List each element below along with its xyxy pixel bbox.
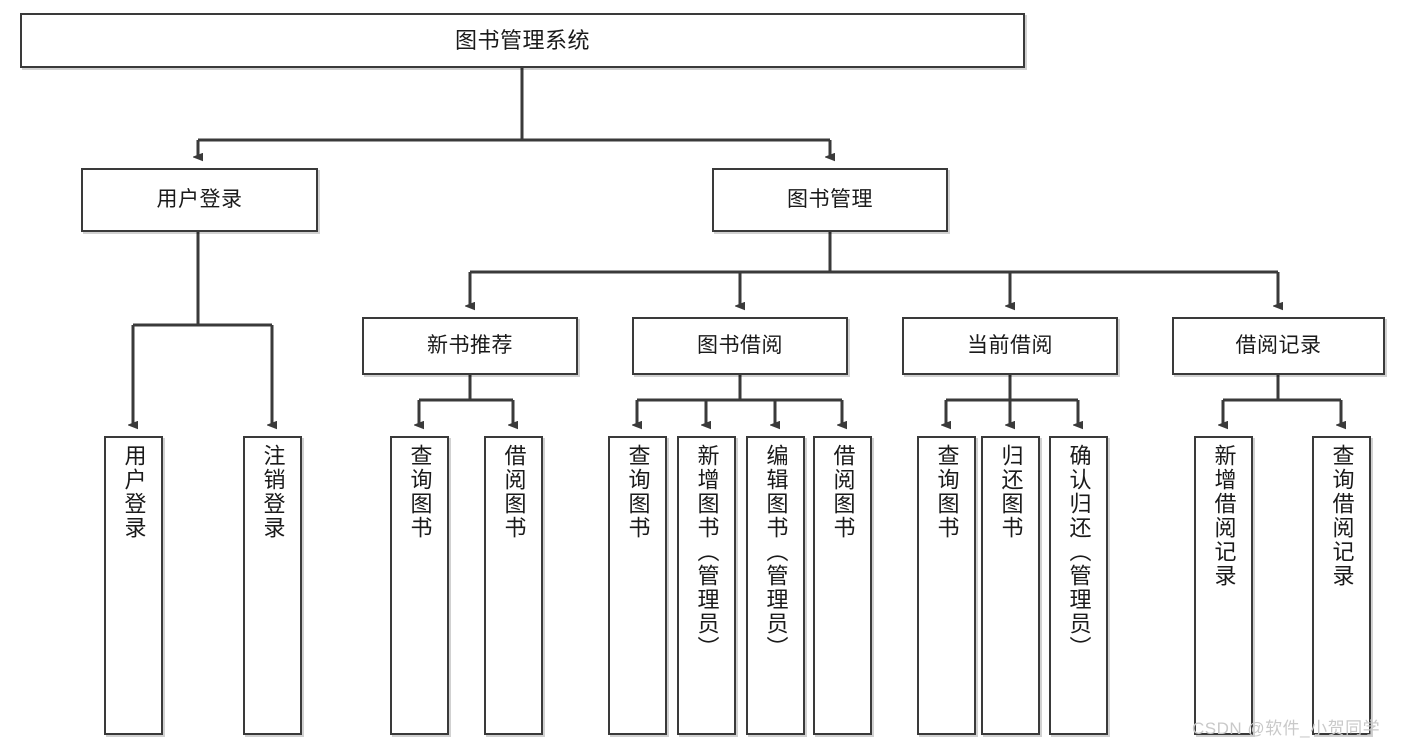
leaf-logout-label: 注销登录 (260, 444, 286, 540)
node-root-system-label: 图书管理系统 (454, 27, 590, 53)
leaf-add-borrow-record-label: 新增借阅记录 (1211, 444, 1237, 588)
leaf-borrow-book[interactable]: 借阅图书 (813, 436, 872, 735)
leaf-edit-book-admin[interactable]: 编辑图书（管理员） (746, 436, 805, 735)
node-book-management-label: 图书管理 (787, 187, 873, 211)
node-user-login[interactable]: 用户登录 (81, 168, 318, 232)
leaf-user-login-label: 用户登录 (121, 444, 147, 540)
node-book-borrow[interactable]: 图书借阅 (632, 317, 848, 375)
leaf-query-borrow-record[interactable]: 查询借阅记录 (1312, 436, 1371, 735)
leaf-user-login[interactable]: 用户登录 (104, 436, 163, 735)
leaf-recommend-borrow-book[interactable]: 借阅图书 (484, 436, 543, 735)
leaf-borrow-book-label: 借阅图书 (830, 444, 856, 540)
node-book-borrow-label: 图书借阅 (697, 333, 783, 357)
leaf-recommend-query-book[interactable]: 查询图书 (390, 436, 449, 735)
leaf-logout[interactable]: 注销登录 (243, 436, 302, 735)
leaf-borrow-query-book[interactable]: 查询图书 (608, 436, 667, 735)
leaf-current-query-book[interactable]: 查询图书 (917, 436, 976, 735)
node-new-book-recommend[interactable]: 新书推荐 (362, 317, 578, 375)
csdn-watermark: CSDN @软件_小贺同学 (1192, 719, 1381, 738)
leaf-borrow-query-book-label: 查询图书 (625, 444, 651, 540)
node-new-book-recommend-label: 新书推荐 (427, 333, 513, 357)
leaf-add-book-admin-label: 新增图书（管理员） (694, 444, 720, 660)
leaf-recommend-borrow-book-label: 借阅图书 (501, 444, 527, 540)
node-borrow-records[interactable]: 借阅记录 (1172, 317, 1385, 375)
leaf-query-borrow-record-label: 查询借阅记录 (1329, 444, 1355, 588)
leaf-return-book-label: 归还图书 (998, 444, 1024, 540)
leaf-confirm-return-admin-label: 确认归还（管理员） (1066, 444, 1092, 660)
leaf-current-query-book-label: 查询图书 (934, 444, 960, 540)
node-root-system[interactable]: 图书管理系统 (20, 13, 1025, 68)
leaf-return-book[interactable]: 归还图书 (981, 436, 1040, 735)
node-user-login-label: 用户登录 (156, 187, 243, 211)
node-book-management[interactable]: 图书管理 (712, 168, 948, 232)
node-current-borrow-label: 当前借阅 (967, 333, 1053, 357)
leaf-add-book-admin[interactable]: 新增图书（管理员） (677, 436, 736, 735)
leaf-add-borrow-record[interactable]: 新增借阅记录 (1194, 436, 1253, 735)
node-borrow-records-label: 借阅记录 (1235, 333, 1322, 357)
leaf-recommend-query-book-label: 查询图书 (407, 444, 433, 540)
node-current-borrow[interactable]: 当前借阅 (902, 317, 1118, 375)
leaf-edit-book-admin-label: 编辑图书（管理员） (763, 444, 789, 660)
leaf-confirm-return-admin[interactable]: 确认归还（管理员） (1049, 436, 1108, 735)
